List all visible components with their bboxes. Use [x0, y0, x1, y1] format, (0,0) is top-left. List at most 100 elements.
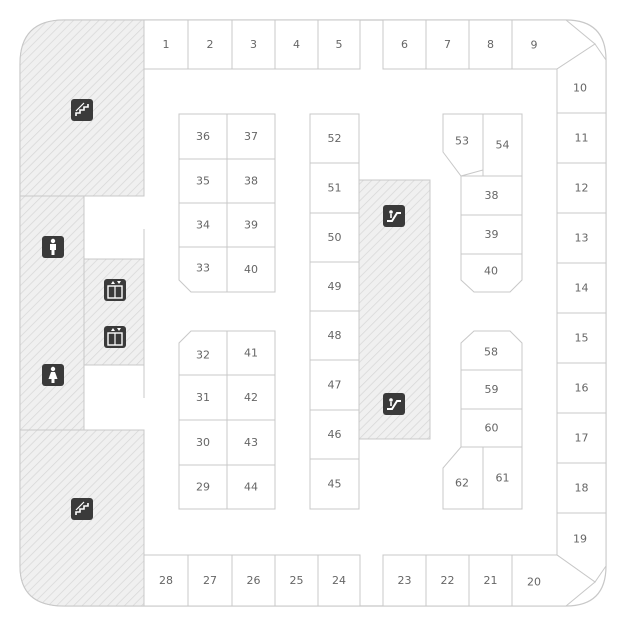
- store-number: 15: [575, 332, 589, 345]
- store-unit[interactable]: [178, 374, 228, 421]
- store-unit[interactable]: [178, 202, 228, 248]
- store-unit[interactable]: [226, 464, 276, 510]
- store-unit[interactable]: [226, 246, 276, 293]
- store-unit[interactable]: [468, 19, 513, 70]
- store-number: 44: [244, 481, 258, 494]
- store-number: 2: [207, 38, 214, 51]
- store-number: 27: [203, 574, 217, 587]
- restroom-icon[interactable]: [42, 364, 64, 386]
- store-number: 23: [398, 574, 412, 587]
- store-number: 6: [401, 38, 408, 51]
- store-unit[interactable]: [556, 162, 607, 214]
- store-unit[interactable]: [382, 554, 427, 607]
- escalator-icon[interactable]: [383, 393, 405, 415]
- store-unit[interactable]: [187, 554, 233, 607]
- store-unit[interactable]: [460, 253, 523, 293]
- store-number: 12: [575, 182, 589, 195]
- store-number: 1: [163, 38, 170, 51]
- store-number: 62: [455, 477, 469, 490]
- store-number: 53: [455, 135, 469, 148]
- store-number: 8: [487, 38, 494, 51]
- store-number: 54: [496, 139, 510, 152]
- store-unit[interactable]: [460, 369, 523, 410]
- stairs-icon[interactable]: [71, 99, 93, 121]
- store-unit[interactable]: [226, 158, 276, 204]
- store-unit[interactable]: [556, 112, 607, 164]
- store-unit[interactable]: [556, 412, 607, 464]
- store-number: 51: [328, 182, 342, 195]
- escalator-icon[interactable]: [383, 205, 405, 227]
- store-number: 33: [196, 262, 210, 275]
- store-unit[interactable]: [460, 175, 523, 216]
- store-unit[interactable]: [226, 374, 276, 421]
- store-unit[interactable]: [556, 512, 607, 583]
- store-unit[interactable]: [511, 554, 596, 607]
- store-unit[interactable]: [178, 464, 228, 510]
- store-number: 50: [328, 231, 342, 244]
- elevator-icon[interactable]: [104, 326, 126, 348]
- store-unit[interactable]: [468, 554, 513, 607]
- store-number: 40: [244, 263, 258, 276]
- store-number: 13: [575, 232, 589, 245]
- store-number: 3: [250, 38, 257, 51]
- store-number: 14: [575, 282, 589, 295]
- store-number: 47: [328, 379, 342, 392]
- store-unit[interactable]: [226, 330, 276, 376]
- store-unit[interactable]: [226, 202, 276, 248]
- store-unit[interactable]: [556, 462, 607, 514]
- store-unit[interactable]: [317, 554, 361, 607]
- store-unit[interactable]: [178, 419, 228, 466]
- store-unit[interactable]: [226, 419, 276, 466]
- store-number: 46: [328, 428, 342, 441]
- store-number: 38: [485, 189, 499, 202]
- store-unit[interactable]: [143, 19, 189, 70]
- store-number: 36: [196, 130, 210, 143]
- store-unit[interactable]: [309, 212, 360, 263]
- store-unit[interactable]: [442, 113, 484, 177]
- store-unit[interactable]: [556, 362, 607, 414]
- store-number: 31: [196, 391, 210, 404]
- store-number: 25: [290, 574, 304, 587]
- store-number: 20: [527, 576, 541, 589]
- store-number: 39: [244, 219, 258, 232]
- store-number: 59: [485, 383, 499, 396]
- store-unit[interactable]: [309, 310, 360, 361]
- restroom-corridor: [19, 195, 85, 431]
- store-number: 29: [196, 481, 210, 494]
- restroom-icon[interactable]: [42, 236, 64, 258]
- store-unit[interactable]: [382, 19, 427, 70]
- store-number: 37: [244, 130, 258, 143]
- store-unit[interactable]: [442, 446, 484, 510]
- store-unit[interactable]: [482, 113, 523, 177]
- store-number: 7: [444, 38, 451, 51]
- store-number: 43: [244, 436, 258, 449]
- store-number: 18: [575, 482, 589, 495]
- store-unit[interactable]: [231, 19, 276, 70]
- store-unit[interactable]: [425, 554, 470, 607]
- store-number: 19: [573, 533, 587, 546]
- elevator-icon[interactable]: [104, 279, 126, 301]
- store-number: 28: [159, 574, 173, 587]
- store-unit[interactable]: [226, 113, 276, 160]
- stairs-icon[interactable]: [71, 498, 93, 520]
- store-number: 48: [328, 329, 342, 342]
- store-unit[interactable]: [317, 19, 361, 70]
- store-number: 11: [575, 132, 589, 145]
- store-number: 42: [244, 391, 258, 404]
- store-unit[interactable]: [556, 43, 607, 114]
- store-unit[interactable]: [309, 261, 360, 312]
- store-unit[interactable]: [178, 246, 228, 293]
- store-unit[interactable]: [309, 113, 360, 164]
- store-unit[interactable]: [309, 162, 360, 214]
- store-number: 9: [531, 39, 538, 52]
- store-number: 34: [196, 219, 210, 232]
- store-unit[interactable]: [482, 446, 523, 510]
- store-unit[interactable]: [274, 19, 319, 70]
- store-unit[interactable]: [143, 554, 189, 607]
- store-unit[interactable]: [309, 359, 360, 411]
- store-unit[interactable]: [309, 458, 360, 510]
- elevator-area: [83, 258, 145, 366]
- store-number: 61: [496, 472, 510, 485]
- store-number: 30: [196, 436, 210, 449]
